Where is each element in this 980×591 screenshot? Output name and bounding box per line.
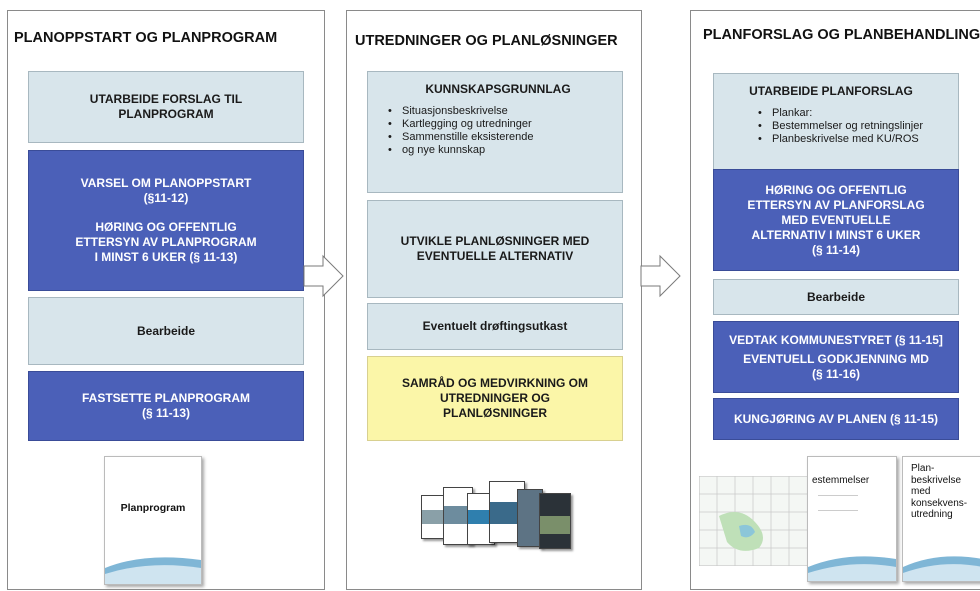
step-utarbeide-forslag: UTARBEIDE FORSLAG TIL PLANPROGRAM	[28, 71, 304, 143]
step-samrad-og-medvirkning: SAMRÅD OG MEDVIRKNING OM UTREDNINGER OG …	[367, 356, 623, 441]
arrow-right-icon	[640, 254, 681, 298]
wave-graphic	[808, 556, 896, 581]
arrow-right-icon	[303, 254, 344, 298]
step-kungjoring: KUNGJØRING AV PLANEN (§ 11-15)	[713, 398, 959, 440]
knowledge-list: Situasjonsbeskrivelse Kartlegging og utr…	[388, 105, 533, 157]
step-fastsette-planprogram: FASTSETTE PLANPROGRAM (§ 11-13)	[28, 371, 304, 441]
step-varsel-og-horing: VARSEL OM PLANOPPSTART (§11-12) HØRING O…	[28, 150, 304, 291]
column-title: PLANFORSLAG OG PLANBEHANDLING	[703, 27, 980, 43]
wave-graphic	[903, 556, 980, 581]
horing-text: HØRING OG OFFENTLIG ETTERSYN AV PLANPROG…	[75, 220, 257, 264]
column-title: PLANOPPSTART OG PLANPROGRAM	[14, 30, 278, 46]
column-utredninger: UTREDNINGER OG PLANLØSNINGER KUNNSKAPSGR…	[346, 10, 642, 590]
step-kunnskapsgrunnlag: KUNNSKAPSGRUNNLAG Situasjonsbeskrivelse …	[367, 71, 623, 193]
list-item: Plankar:	[758, 107, 923, 120]
column-planforslag: PLANFORSLAG OG PLANBEHANDLING UTARBEIDE …	[690, 10, 980, 590]
list-item: Sammenstille eksisterende	[388, 131, 533, 144]
list-item: Bestemmelser og retningslinjer	[758, 120, 923, 133]
list-item-continued: og nye kunnskap	[388, 144, 533, 157]
column-planoppstart: PLANOPPSTART OG PLANPROGRAM UTARBEIDE FO…	[7, 10, 325, 590]
proposal-list: Plankar: Bestemmelser og retningslinjer …	[758, 107, 923, 146]
column-title: UTREDNINGER OG PLANLØSNINGER	[355, 33, 618, 49]
step-bearbeide: Bearbeide	[28, 297, 304, 365]
bestemmelser-document: estemmelser	[807, 456, 897, 582]
step-droftingsutkast: Eventuelt drøftingsutkast	[367, 303, 623, 350]
plan-map-thumbnail	[699, 476, 809, 566]
step-utvikle-planlosninger: UTVIKLE PLANLØSNINGER MED EVENTUELLE ALT…	[367, 200, 623, 298]
step-bearbeide: Bearbeide	[713, 279, 959, 315]
list-item: Situasjonsbeskrivelse	[388, 105, 533, 118]
list-item: Kartlegging og utredninger	[388, 118, 533, 131]
planprogram-document: Planprogram	[104, 456, 202, 585]
report-thumbnail	[539, 493, 571, 549]
step-horing-planforslag: HØRING OG OFFENTLIG ETTERSYN AV PLANFORS…	[713, 169, 959, 271]
planbeskrivelse-document: Plan- beskrivelse med konsekvens- utredn…	[902, 456, 980, 582]
wave-graphic	[105, 557, 201, 584]
list-item: Planbeskrivelse med KU/ROS	[758, 133, 923, 146]
varsel-text: VARSEL OM PLANOPPSTART (§11-12)	[80, 176, 252, 205]
step-vedtak-og-godkjenning: VEDTAK KOMMUNESTYRET (§ 11-15] EVENTUELL…	[713, 321, 959, 393]
report-thumbnails	[421, 481, 571, 561]
